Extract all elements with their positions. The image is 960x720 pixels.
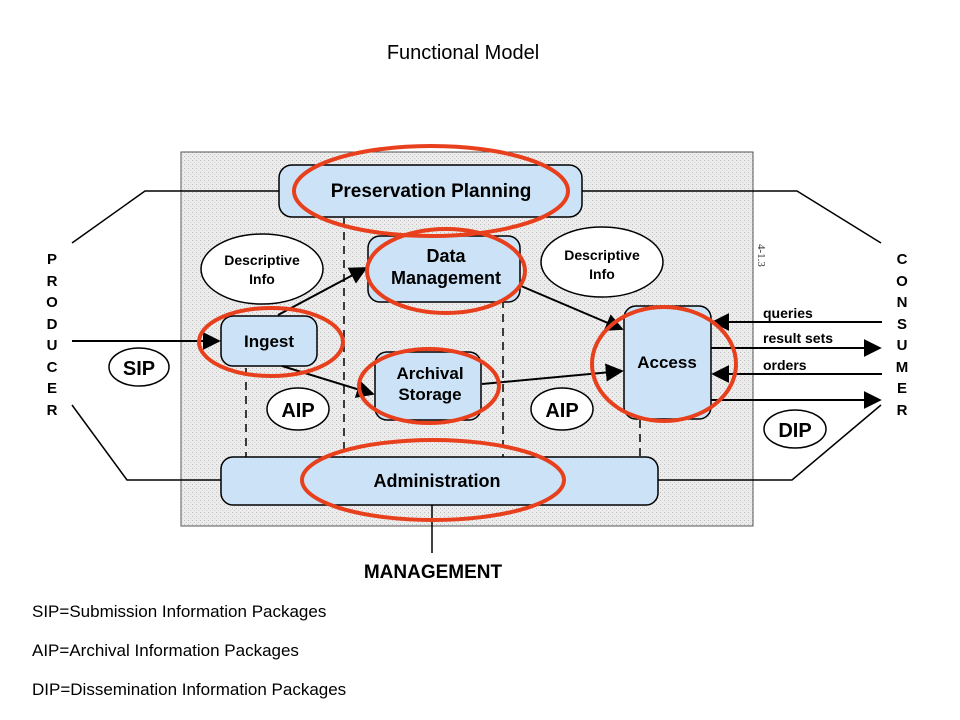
descriptive-info-left-ellipse bbox=[200, 233, 324, 305]
aip-left-label: AIP bbox=[281, 400, 314, 422]
legend-sip: SIP=Submission Information Packages bbox=[32, 602, 327, 621]
aip-right-label: AIP bbox=[545, 400, 578, 422]
data-management-label-line2: Management bbox=[391, 268, 501, 288]
aip-right-ellipse bbox=[530, 387, 594, 431]
access-highlight bbox=[590, 305, 738, 423]
result-sets-label: result sets bbox=[763, 330, 833, 346]
administration-highlight bbox=[300, 438, 566, 522]
access-label: Access bbox=[637, 353, 697, 372]
dip-label: DIP bbox=[778, 420, 811, 442]
management-label: MANAGEMENT bbox=[364, 562, 503, 583]
descriptive-info-right-line2: Info bbox=[589, 266, 615, 282]
archival-storage-label-line1: Archival bbox=[396, 364, 463, 383]
boundary-lines bbox=[71, 190, 882, 481]
ingest-box bbox=[220, 315, 318, 367]
descriptive-info-right-line1: Descriptive bbox=[564, 247, 640, 263]
dip-ellipse bbox=[763, 409, 827, 449]
legend-dip: DIP=Dissemination Information Packages bbox=[32, 680, 347, 699]
descriptive-info-left-line2: Info bbox=[249, 271, 275, 287]
data-management-label-line1: Data bbox=[426, 246, 466, 266]
consumer-letter: M bbox=[895, 358, 909, 376]
producer-letter: C bbox=[46, 358, 58, 376]
administration-label: Administration bbox=[373, 471, 500, 491]
consumer-letter: U bbox=[896, 337, 908, 354]
descriptive-info-left-line1: Descriptive bbox=[224, 252, 300, 268]
aip-left-ellipse bbox=[266, 387, 330, 431]
producer-letter: R bbox=[46, 401, 58, 419]
queries-label: queries bbox=[763, 305, 813, 321]
preservation-planning-box bbox=[278, 164, 583, 218]
consumer-letter: R bbox=[896, 401, 908, 419]
producer-letter: E bbox=[46, 380, 57, 397]
producer-letter: R bbox=[46, 272, 58, 290]
producer-letter: P bbox=[46, 251, 57, 268]
data-management-highlight bbox=[365, 227, 527, 315]
preservation-planning-label: Preservation Planning bbox=[331, 181, 532, 202]
ingest-highlight bbox=[197, 306, 345, 378]
consumer-letter: O bbox=[896, 272, 908, 290]
archival-storage-highlight bbox=[357, 347, 501, 425]
consumer-letter: C bbox=[896, 251, 908, 268]
flow-arrows bbox=[72, 267, 882, 409]
ingest-label: Ingest bbox=[244, 332, 294, 351]
legend-aip: AIP=Archival Information Packages bbox=[32, 641, 299, 660]
administration-box bbox=[220, 456, 659, 506]
orders-label: orders bbox=[763, 357, 807, 373]
producer-letter: O bbox=[46, 294, 58, 311]
consumer-letter: N bbox=[896, 294, 908, 311]
consumer-letter: E bbox=[896, 380, 907, 397]
figure-reference: 4-1.3 bbox=[755, 244, 767, 267]
sip-ellipse bbox=[108, 347, 170, 387]
sip-label: SIP bbox=[123, 358, 155, 380]
producer-letter: D bbox=[46, 315, 58, 333]
descriptive-info-right-ellipse bbox=[540, 226, 664, 298]
producer-letter: U bbox=[46, 337, 58, 354]
preservation-planning-highlight bbox=[292, 144, 570, 238]
consumer-letter: S bbox=[896, 315, 907, 333]
page-title: Functional Model bbox=[386, 42, 540, 64]
highlight-rings bbox=[197, 144, 738, 522]
archival-storage-label-line2: Storage bbox=[398, 385, 461, 404]
archival-storage-box bbox=[374, 351, 482, 421]
